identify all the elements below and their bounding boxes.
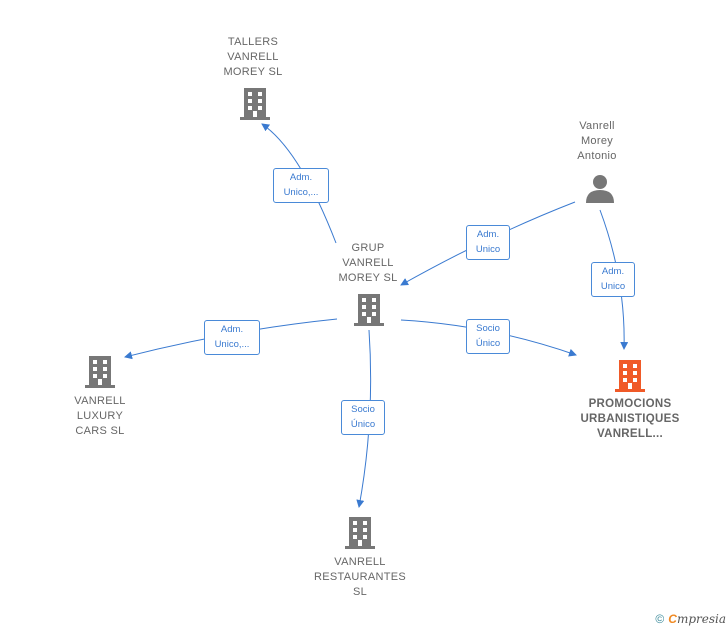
building-icon (85, 356, 115, 388)
building-icon-highlight (615, 360, 645, 392)
edge-label-grup-luxury: Adm. Unico,... (204, 320, 260, 355)
node-label-grup[interactable]: GRUP VANRELL MOREY SL (338, 242, 398, 284)
person-icon (586, 175, 614, 203)
node-label-promocions[interactable]: PROMOCIONS URBANISTIQUES VANRELL... (580, 398, 680, 440)
node-label-tallers[interactable]: TALLERS VANRELL MOREY SL (223, 36, 283, 78)
edge-label-grup-restaurantes: Socio Único (341, 400, 385, 435)
edge-label-person-promocions: Adm. Unico (591, 262, 635, 297)
node-label-luxury[interactable]: VANRELL LUXURY CARS SL (74, 395, 126, 437)
edge-label-grup-promocions: Socio Único (466, 319, 510, 354)
building-icon (345, 517, 375, 549)
building-icon (240, 88, 270, 120)
edge-label-person-grup: Adm. Unico (466, 225, 510, 260)
edge-label-grup-tallers: Adm. Unico,... (273, 168, 329, 203)
building-icon (354, 294, 384, 326)
copyright-icon: © (655, 612, 665, 626)
node-label-restaurantes[interactable]: VANRELL RESTAURANTES SL (313, 556, 407, 598)
node-label-person[interactable]: Vanrell Morey Antonio (577, 120, 617, 162)
edge-grup-tallers (261, 123, 337, 244)
brand-name: mpresia (676, 612, 726, 626)
footer-brand: ©Cmpresia (655, 612, 726, 626)
brand-logo-letter: C (668, 612, 677, 626)
